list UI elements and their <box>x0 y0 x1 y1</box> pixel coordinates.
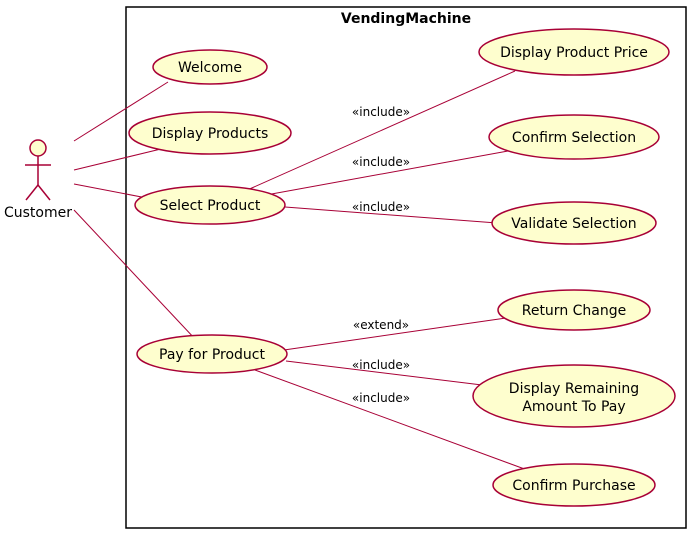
label-pay-confirm-purchase: «include» <box>352 391 410 405</box>
edge-pay-display-remaining <box>285 360 483 386</box>
usecase-display-remaining-label-line2: Amount To Pay <box>522 399 625 415</box>
edge-customer-pay-for-product <box>73 209 197 341</box>
usecase-select-product[interactable]: Select Product <box>134 185 286 225</box>
usecase-pay-for-product-label: Pay for Product <box>159 347 265 363</box>
edge-select-confirm <box>265 150 509 196</box>
usecase-welcome[interactable]: Welcome <box>152 49 268 85</box>
usecase-select-product-label: Select Product <box>160 198 261 214</box>
usecase-confirm-selection-label: Confirm Selection <box>512 130 636 146</box>
label-pay-return-change: «extend» <box>353 318 409 332</box>
label-select-price: «include» <box>352 105 410 119</box>
label-select-confirm: «include» <box>352 155 410 169</box>
edge-select-price <box>244 70 516 192</box>
usecase-display-product-price-label: Display Product Price <box>500 45 648 61</box>
usecase-confirm-selection[interactable]: Confirm Selection <box>488 114 660 160</box>
usecase-return-change[interactable]: Return Change <box>497 289 651 331</box>
usecase-welcome-label: Welcome <box>178 60 242 76</box>
usecase-display-product-price[interactable]: Display Product Price <box>478 28 670 76</box>
actor-label: Customer <box>4 205 72 221</box>
usecase-confirm-purchase-label: Confirm Purchase <box>512 478 635 494</box>
label-select-validate: «include» <box>352 200 410 214</box>
edge-pay-confirm-purchase <box>254 369 531 472</box>
edge-customer-select-product <box>73 183 153 200</box>
usecase-display-products[interactable]: Display Products <box>128 111 292 155</box>
edge-customer-display-products <box>73 147 166 171</box>
actor-customer[interactable]: Customer <box>4 139 72 221</box>
usecase-confirm-purchase[interactable]: Confirm Purchase <box>492 463 656 507</box>
usecase-validate-selection[interactable]: Validate Selection <box>491 201 657 245</box>
system-boundary <box>125 6 687 529</box>
usecase-return-change-label: Return Change <box>522 303 627 319</box>
usecase-display-remaining-label-line1: Display Remaining <box>509 381 639 397</box>
usecase-display-remaining-amount[interactable]: Display Remaining Amount To Pay <box>472 364 676 428</box>
label-pay-display-remaining: «include» <box>352 358 410 372</box>
actor-head-icon <box>29 139 47 157</box>
system-title: VendingMachine <box>341 11 471 27</box>
usecase-validate-selection-label: Validate Selection <box>511 216 636 232</box>
edge-select-validate <box>284 206 498 224</box>
usecase-pay-for-product[interactable]: Pay for Product <box>136 334 288 374</box>
edge-pay-return-change <box>283 317 507 351</box>
usecase-display-products-label: Display Products <box>152 126 269 142</box>
edge-customer-welcome <box>73 81 169 142</box>
